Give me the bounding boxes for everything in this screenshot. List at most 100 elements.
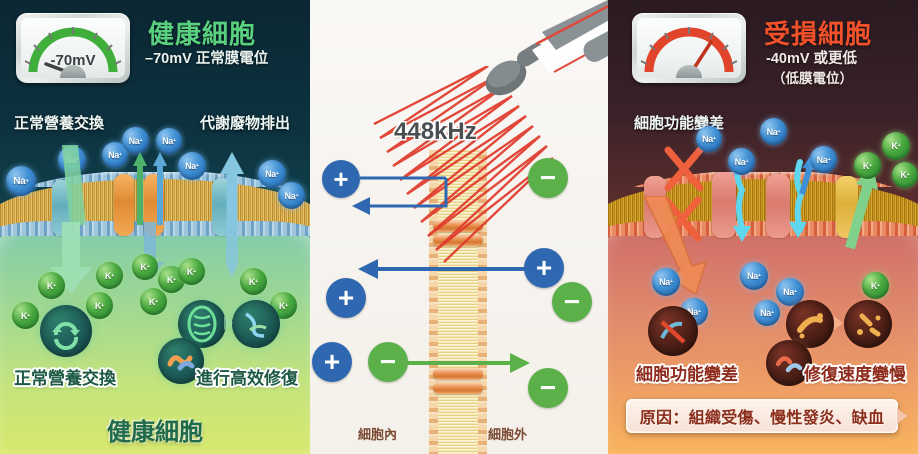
sodium-ion: Na+ — [156, 128, 182, 154]
ion-label: Na — [185, 161, 196, 171]
ion-charge: + — [111, 272, 115, 279]
ion-label: Na — [747, 271, 758, 281]
ion-charge: + — [193, 268, 197, 275]
ion-charge: + — [25, 177, 29, 185]
ion-label: Na — [783, 287, 794, 297]
sodium-ion: Na+ — [652, 268, 680, 296]
ion-label: Na — [702, 134, 713, 144]
plus-glyph: + — [535, 252, 553, 283]
ion-label: K — [94, 300, 102, 311]
sodium-ion: Na+ — [696, 126, 722, 152]
positive-charge-chip: + — [322, 160, 360, 198]
plus-glyph: + — [323, 346, 341, 377]
ion-label: K — [148, 296, 156, 307]
sodium-ion: Na+ — [754, 300, 780, 326]
potassium-ion: K+ — [892, 162, 918, 188]
mitochondria-icon — [178, 300, 226, 348]
ion-label: K — [891, 141, 898, 151]
potassium-ion: K+ — [12, 302, 39, 329]
potassium-ion: K+ — [38, 272, 65, 299]
ion-charge: + — [712, 136, 716, 142]
ion-charge: + — [906, 172, 910, 178]
label-extracellular: 細胞外 — [488, 427, 528, 442]
minus-glyph: − — [563, 286, 581, 317]
ion-charge: + — [101, 302, 105, 309]
ion-label: Na — [162, 136, 173, 146]
potassium-ion: K+ — [854, 152, 881, 179]
mechanism-heads-right — [477, 150, 487, 454]
mechanism-heads-left — [429, 150, 439, 454]
rf-therapy-device-icon — [485, 0, 608, 96]
ion-label: Na — [13, 175, 26, 187]
ion-charge: + — [869, 162, 873, 169]
damaged-cell-panel: 受損細胞 -40mV 或更低 （低膜電位） 細胞功能變差 Na+ — [608, 0, 918, 454]
negative-flow-arrow-right — [402, 353, 530, 373]
ion-label: Na — [766, 126, 778, 137]
sodium-ion: Na+ — [122, 127, 149, 154]
ion-charge: + — [255, 278, 259, 285]
radiofrequency-waves — [373, 66, 554, 263]
ion-label: K — [140, 262, 147, 272]
ion-charge: + — [275, 171, 279, 177]
potassium-ion: K+ — [882, 132, 910, 160]
damaged-subtitle-secondary: （低膜電位） — [772, 71, 853, 86]
ion-charge: + — [172, 138, 176, 144]
ion-label: K — [104, 270, 112, 281]
negative-charge-chip: − — [528, 158, 568, 198]
mechanism-membrane — [429, 150, 487, 454]
frequency-label: 448kHz — [394, 118, 477, 145]
ion-charge: + — [877, 282, 881, 289]
ion-label: Na — [659, 277, 670, 287]
repaired-mitochondria-icon — [232, 300, 280, 348]
potassium-ion: K+ — [86, 292, 113, 319]
recycling-organelle-icon — [40, 305, 92, 357]
healthy-title: 健康細胞 — [148, 19, 257, 49]
ion-label: K — [46, 280, 54, 291]
ion-label: K — [186, 266, 194, 277]
positive-charge-chip: + — [312, 342, 352, 382]
potassium-ion: K+ — [240, 268, 267, 295]
ion-charge: + — [697, 309, 701, 315]
mechanism-panel: 448kHz + − — [310, 0, 608, 454]
ion-label: Na — [687, 307, 698, 317]
healthy-label-nutrient-exchange: 正常營養交換 — [14, 369, 116, 388]
healthy-voltage-meter: -70mV — [16, 13, 130, 83]
minus-glyph: − — [379, 346, 397, 377]
label-intracellular: 細胞內 — [358, 427, 398, 442]
ion-charge: + — [146, 264, 150, 270]
potassium-ion: K+ — [132, 254, 158, 280]
potassium-ion: K+ — [862, 272, 889, 299]
cause-banner-text: 原因：組織受傷、慢性發炎、缺血 — [639, 410, 885, 427]
ion-charge: + — [53, 282, 57, 289]
ion-charge: + — [757, 273, 761, 279]
plus-glyph: + — [333, 164, 349, 194]
ion-label: Na — [816, 154, 828, 165]
ion-charge: + — [195, 163, 199, 169]
ion-label: Na — [128, 135, 140, 146]
positive-flow-arrow-left — [358, 259, 530, 279]
ion-charge: + — [770, 310, 774, 316]
healthy-transport-arrows — [62, 145, 244, 230]
sodium-ion: Na+ — [178, 152, 206, 180]
ion-label: K — [900, 170, 907, 180]
ion-label: K — [870, 280, 878, 291]
potassium-ion: K+ — [178, 258, 205, 285]
healthy-top-label-nutrient: 正常營養交換 — [14, 115, 105, 132]
gauge-hub — [60, 65, 86, 78]
damaged-function-icon — [648, 306, 698, 356]
sodium-ion: Na+ — [258, 160, 286, 188]
damaged-protein-icon — [766, 340, 812, 386]
ion-charge: + — [745, 158, 749, 165]
ion-charge: + — [793, 289, 797, 295]
ion-charge: + — [295, 192, 299, 199]
damaged-channel-mid-right — [766, 174, 790, 238]
sodium-ion: Na+ — [6, 166, 36, 196]
mechanism-channel-protein-bottom — [433, 368, 483, 394]
ion-label: Na — [284, 190, 296, 201]
sodium-ion: Na+ — [278, 182, 305, 209]
sodium-ion: Na+ — [810, 146, 837, 173]
fragmented-mitochondria-icon — [844, 300, 892, 348]
potassium-ion: K+ — [140, 288, 167, 315]
healthy-label-efficient-repair: 進行高效修復 — [196, 369, 298, 388]
